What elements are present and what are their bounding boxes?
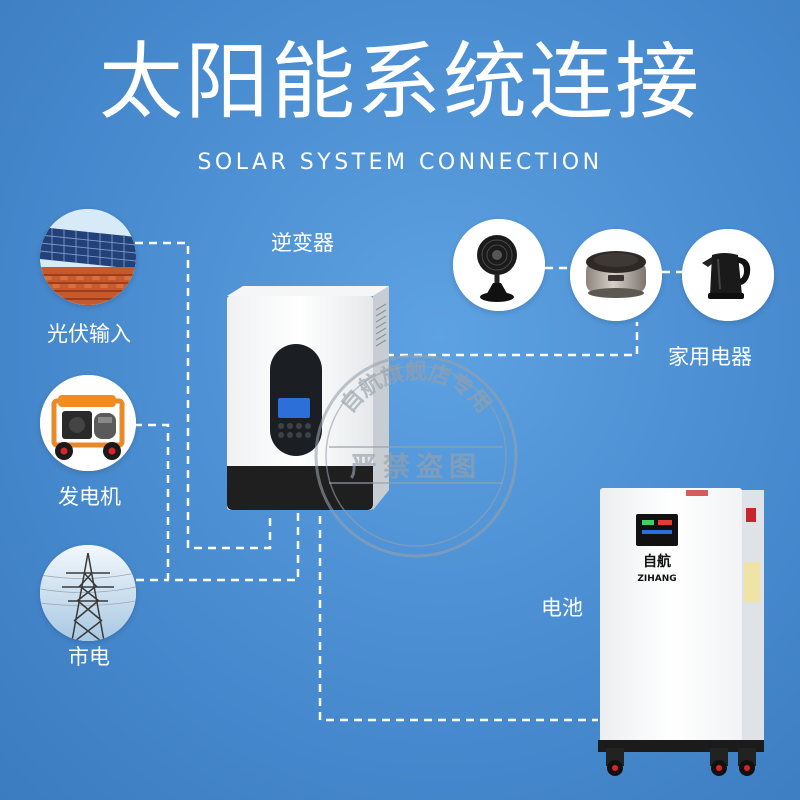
generator-circle [40, 375, 136, 471]
battery-cabinet-icon: 自航 ZIHANG [598, 488, 764, 776]
fan-icon [453, 219, 545, 311]
page-title: 太阳能系统连接 [98, 33, 701, 131]
kettle-circle [682, 229, 774, 321]
watermark-stamp: 自航旗舰店专用 严禁盗图 [314, 354, 518, 558]
inverter-screen [278, 398, 310, 418]
rice-cooker-icon [570, 229, 662, 321]
inverter-label: 逆变器 [271, 231, 334, 255]
source-label-solar: 光伏输入 [47, 322, 131, 346]
source-label-grid: 市电 [68, 645, 110, 669]
watermark-middle-text: 严禁盗图 [350, 452, 482, 483]
solar-panel-circle [40, 209, 136, 305]
battery-brand-en: ZIHANG [637, 574, 676, 584]
solar-to-inverter-line [135, 241, 272, 550]
battery-label: 电池 [541, 596, 583, 620]
kettle-icon [682, 229, 774, 321]
fan-circle [453, 219, 545, 311]
battery-power-switch [746, 508, 756, 522]
solar-panel-icon [40, 209, 136, 305]
svg-text:自航旗舰店专用: 自航旗舰店专用 [335, 359, 496, 418]
power-tower-circle [40, 545, 136, 641]
battery-wheels [606, 748, 756, 776]
inverter-to-appliances-line [386, 322, 639, 357]
inverter-to-battery-line [318, 516, 598, 722]
appliances-label: 家用电器 [668, 345, 752, 369]
battery-spec-sticker [744, 562, 760, 602]
battery-body [600, 488, 742, 744]
generator-icon [40, 375, 136, 471]
page-subtitle: SOLAR SYSTEM CONNECTION [197, 150, 603, 175]
battery-brand-cn: 自航 [643, 553, 671, 570]
power-tower-icon [40, 545, 136, 641]
rice-cooker-circle [570, 229, 662, 321]
watermark-top-text: 自航旗舰店专用 [335, 359, 496, 418]
source-label-generator: 发电机 [58, 485, 121, 509]
